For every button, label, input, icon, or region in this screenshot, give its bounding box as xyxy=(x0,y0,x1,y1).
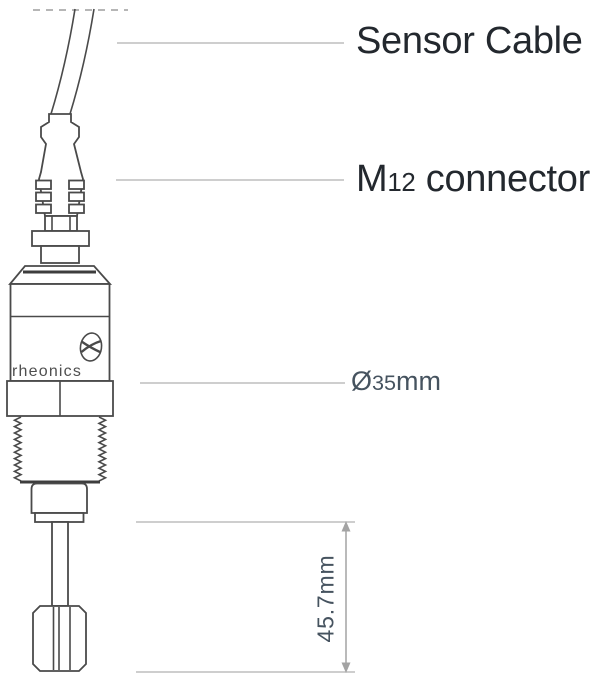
stem-hub-step xyxy=(34,512,85,523)
connector-grip-ribs xyxy=(35,179,85,214)
stem-drawing xyxy=(30,482,88,607)
sensor-cable-drawing xyxy=(50,8,95,115)
rheonics-resonator-icon xyxy=(79,332,103,362)
rheonics-logo xyxy=(79,332,103,362)
connector-coupling-nut xyxy=(31,230,90,247)
m12-connector-drawing xyxy=(31,113,90,264)
length-dimension-label: 45.7mm xyxy=(312,551,339,647)
connector-shaft-facets xyxy=(51,216,71,231)
length-dimension-text: 45.7mm xyxy=(312,554,339,643)
m12-prefix: M xyxy=(356,158,388,200)
stem-hub xyxy=(30,482,88,514)
connector-shaft xyxy=(44,215,78,232)
cable-right-edge xyxy=(69,8,95,115)
diameter-digits: 35 xyxy=(372,370,397,395)
arrow-head-up-icon xyxy=(341,521,351,532)
sensor-cable-label-text: Sensor Cable xyxy=(356,20,583,62)
m12-connector-label: M12 connector xyxy=(356,160,590,198)
sensor-body-drawing: rheonics xyxy=(8,265,113,382)
sensor-tip-facets xyxy=(52,607,71,670)
hex-nut-drawing xyxy=(6,380,114,417)
sensor-tip-drawing xyxy=(32,605,87,672)
thread-drawing xyxy=(12,416,108,484)
cable-left-edge xyxy=(50,8,76,115)
diameter-symbol: Ø xyxy=(351,366,373,396)
brand-text: rheonics xyxy=(12,363,82,380)
arrow-head-down-icon xyxy=(341,662,351,673)
body-shoulder xyxy=(8,265,113,285)
m12-rest: connector xyxy=(415,158,591,200)
sensor-cable-label: Sensor Cable xyxy=(356,22,583,60)
thread-left-edge xyxy=(12,416,23,482)
dimension-45mm xyxy=(136,521,355,673)
connector-neck xyxy=(40,245,80,264)
diameter-unit: mm xyxy=(396,366,442,396)
m12-digits: 12 xyxy=(387,169,416,197)
thread-right-edge xyxy=(97,416,108,482)
leader-lines xyxy=(116,42,345,384)
stem-rod xyxy=(51,521,69,607)
diameter-label: Ø35mm xyxy=(351,368,441,395)
